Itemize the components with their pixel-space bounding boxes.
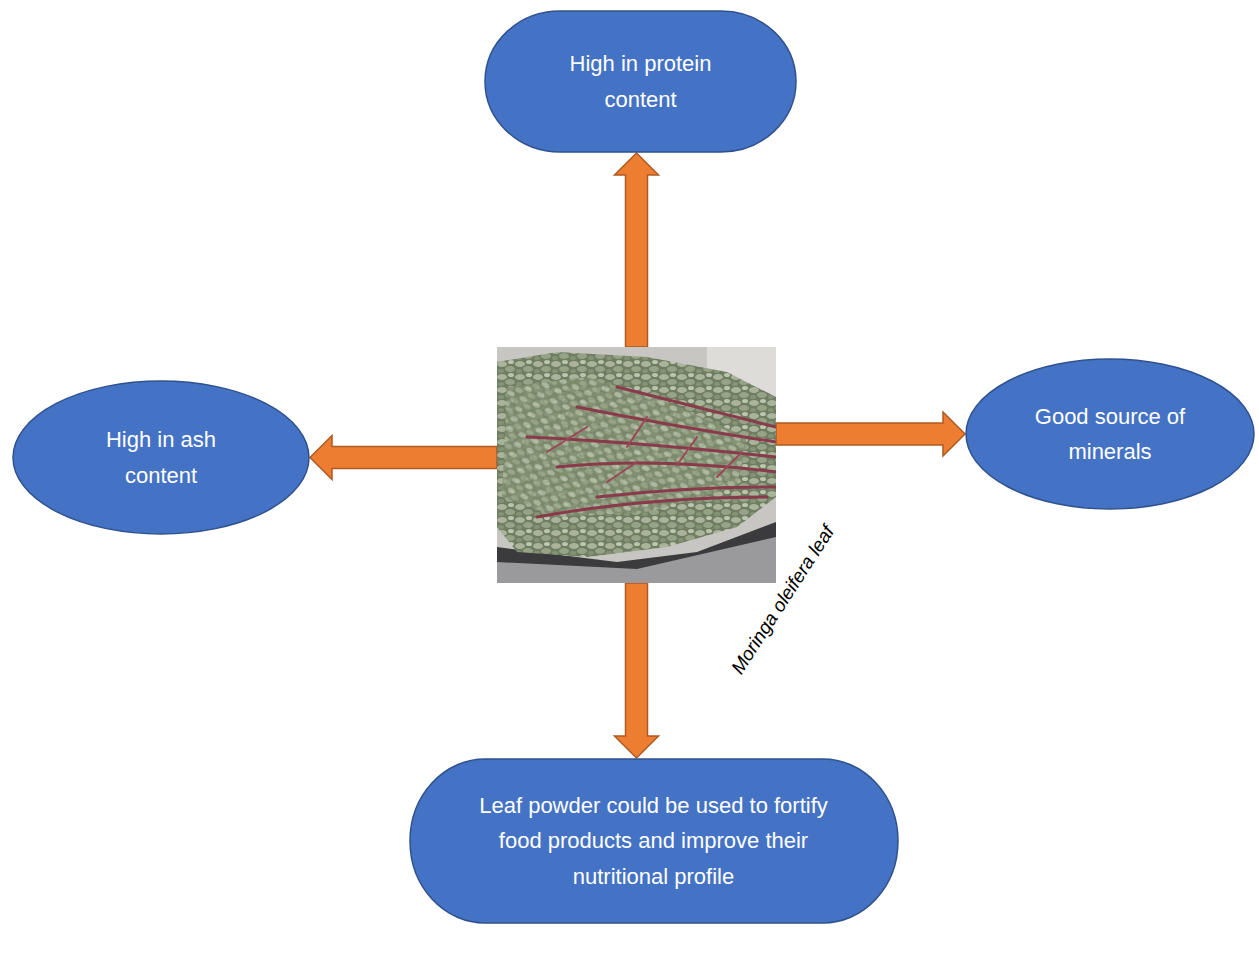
rounded-outline	[484, 10, 797, 153]
moringa-photo	[497, 347, 776, 583]
block-arrow	[310, 436, 497, 480]
block-arrow	[615, 583, 659, 758]
node-text: Leaf powder could be used to fortify foo…	[464, 788, 844, 894]
ellipse-node: Good source of minerals	[965, 358, 1255, 510]
rounded-box: Leaf powder could be used to fortify foo…	[409, 758, 899, 924]
node-text: Good source of minerals	[1018, 399, 1203, 469]
node-text: High in ash content	[76, 422, 246, 492]
ellipse-outline	[12, 380, 310, 535]
block-arrow	[776, 412, 965, 456]
photo-node: Moringa oleifera leaf	[497, 347, 776, 583]
ellipse-outline	[965, 358, 1255, 510]
block-arrow	[615, 153, 659, 347]
rounded-box: High in protein content	[484, 10, 797, 153]
node-text: High in protein content	[541, 46, 741, 116]
photo-caption: Moringa oleifera leaf	[727, 522, 839, 678]
ellipse-node: High in ash content	[12, 380, 310, 535]
